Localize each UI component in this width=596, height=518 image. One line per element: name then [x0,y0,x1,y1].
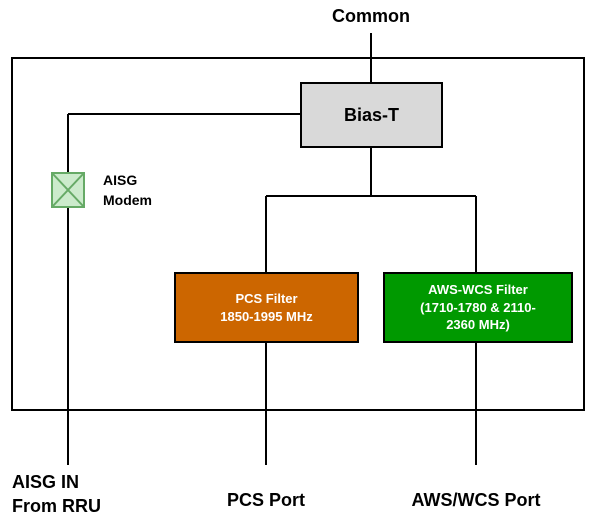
pcs-filter-block: PCS Filter 1850-1995 MHz [174,272,359,343]
aws-filter-label: AWS-WCS Filter (1710-1780 & 2110- 2360 M… [420,282,536,333]
aisg-modem-label: AISG Modem [103,172,152,208]
pcs-filter-label: PCS Filter 1850-1995 MHz [220,290,313,324]
enclosure-outline [11,57,585,411]
modem-cross-icon [51,172,85,208]
bias-t-block: Bias-T [300,82,443,148]
common-label: Common [332,6,410,26]
bias-t-label: Bias-T [343,104,399,125]
pcs-port-label: PCS Port [226,490,305,510]
aws-port-label: AWS/WCS Port [411,490,541,510]
aisg-in-label: AISG IN From RRU [12,472,101,516]
aws-filter-block: AWS-WCS Filter (1710-1780 & 2110- 2360 M… [383,272,573,343]
